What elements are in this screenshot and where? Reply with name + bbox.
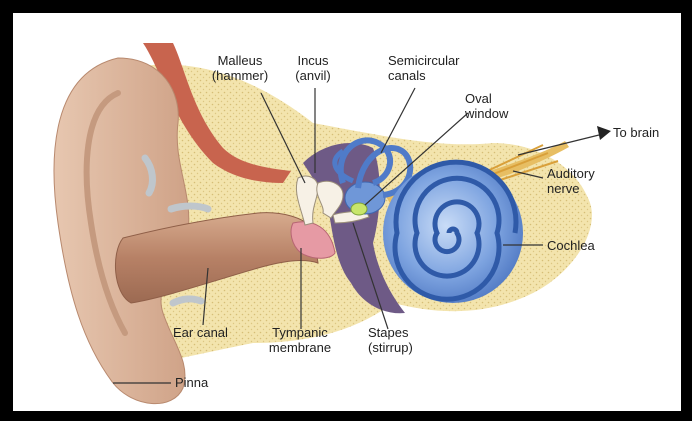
label-tympanic-membrane: Tympanic membrane — [255, 325, 345, 355]
label-malleus: Malleus (hammer) — [195, 53, 285, 83]
label-auditory-nerve: Auditory nerve — [547, 166, 595, 196]
label-incus: Incus (anvil) — [278, 53, 348, 83]
label-oval-window: Oval window — [465, 91, 508, 121]
ear-anatomy-diagram: Malleus (hammer) Incus (anvil) Semicircu… — [13, 13, 681, 411]
label-ear-canal: Ear canal — [173, 325, 228, 340]
label-cochlea: Cochlea — [547, 238, 595, 253]
label-to-brain: To brain — [613, 125, 659, 140]
to-brain-arrow-head — [597, 126, 611, 140]
label-pinna: Pinna — [175, 375, 208, 390]
label-semicircular-canals: Semicircular canals — [388, 53, 460, 83]
cartilage-2 — [171, 206, 208, 209]
oval-window-shape — [351, 203, 367, 215]
label-stapes: Stapes (stirrup) — [368, 325, 413, 355]
cartilage-3 — [173, 299, 201, 303]
